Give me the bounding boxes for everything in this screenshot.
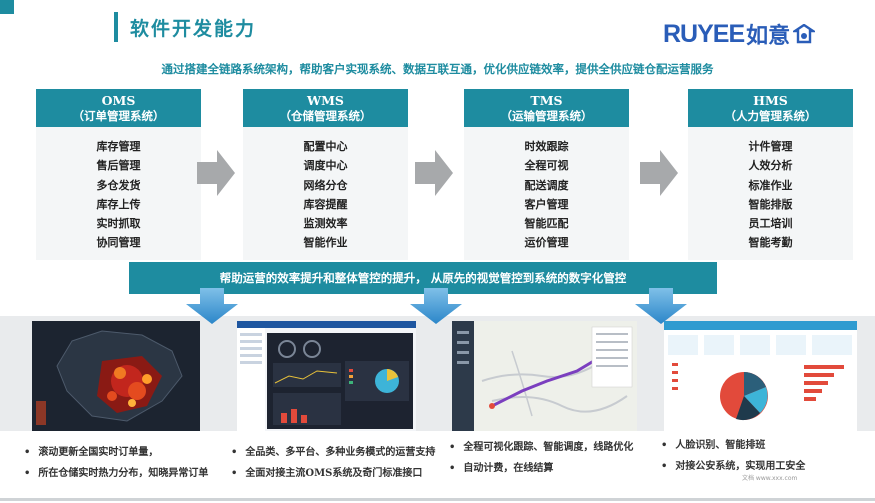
system-card-wms: WMS （仓储管理系统） 配置中心 调度中心 网络分仓 库容提醒 监测效率 智能… — [243, 89, 408, 260]
feature-item: 配置中心 — [303, 140, 348, 153]
feature-bullets: 人脸识别、智能排班 对接公安系统，实现用工安全 — [661, 435, 805, 477]
system-header: WMS （仓储管理系统） — [243, 89, 408, 127]
title-accent-bar — [114, 12, 118, 42]
down-arrow-icon — [635, 288, 687, 324]
system-header: TMS （运输管理系统） — [464, 89, 629, 127]
wms-dashboard-screenshot — [237, 321, 416, 431]
system-subtitle: （订单管理系统） — [72, 109, 165, 123]
system-header: OMS （订单管理系统） — [36, 89, 201, 127]
feature-item: 网络分仓 — [303, 178, 348, 192]
down-arrow-icon — [410, 288, 462, 324]
feature-item: 标准作业 — [748, 178, 793, 192]
top-bar — [0, 0, 875, 3]
feature-list: 计件管理 人效分析 标准作业 智能排版 员工培训 智能考勤 — [688, 127, 853, 253]
bullet-item: 所在仓储实时热力分布，知晓异常订单 — [24, 463, 208, 484]
system-name: WMS — [307, 93, 344, 108]
system-subtitle: （仓储管理系统） — [279, 109, 372, 123]
feature-item: 库存上传 — [96, 197, 141, 211]
right-arrow-icon — [640, 150, 678, 196]
bullet-item: 全面对接主流OMS系统及奇门标准接口 — [231, 463, 435, 484]
feature-item: 调度中心 — [303, 159, 348, 173]
down-arrow-icon — [186, 288, 238, 324]
system-card-oms: OMS （订单管理系统） 库存管理 售后管理 多仓发货 库存上传 实时抓取 协同… — [36, 89, 201, 260]
feature-item: 员工培训 — [748, 217, 793, 231]
feature-bullets: 全品类、多平台、多种业务模式的运营支持 全面对接主流OMS系统及奇门标准接口 — [231, 442, 435, 484]
system-header: HMS （人力管理系统） — [688, 89, 853, 127]
feature-item: 售后管理 — [96, 159, 141, 173]
feature-item: 配送调度 — [524, 178, 569, 192]
bullet-item: 自动计费，在线结算 — [449, 458, 633, 479]
feature-item: 人效分析 — [748, 159, 793, 173]
bullet-item: 对接公安系统，实现用工安全 — [661, 456, 805, 477]
tms-map-screenshot — [452, 321, 637, 431]
feature-item: 智能考勤 — [748, 236, 793, 250]
feature-item: 智能匹配 — [524, 217, 569, 231]
right-arrow-icon — [197, 150, 235, 196]
watermark: 文档 www.xxx.com — [742, 475, 798, 482]
bottom-rule — [0, 498, 875, 501]
feature-bullets: 全程可视化跟踪、智能调度，线路优化 自动计费，在线结算 — [449, 437, 633, 479]
system-subtitle: （运输管理系统） — [500, 109, 593, 123]
feature-item: 智能作业 — [303, 236, 348, 250]
feature-item: 多仓发货 — [96, 178, 141, 192]
feature-item: 库存管理 — [96, 140, 141, 153]
system-card-hms: HMS （人力管理系统） 计件管理 人效分析 标准作业 智能排版 员工培训 智能… — [688, 89, 853, 260]
feature-item: 协同管理 — [96, 236, 141, 250]
bullet-item: 全程可视化跟踪、智能调度，线路优化 — [449, 437, 633, 458]
bullet-item: 全品类、多平台、多种业务模式的运营支持 — [231, 442, 435, 463]
feature-item: 库容提醒 — [303, 197, 348, 211]
tagline: 通过搭建全链路系统架构，帮助客户实现系统、数据互联互通，优化供应链效率，提供全供… — [161, 62, 714, 76]
feature-item: 全程可视 — [524, 159, 569, 173]
feature-item: 实时抓取 — [96, 217, 141, 231]
logo-text-en: RUYEE — [663, 19, 745, 48]
feature-list: 库存管理 售后管理 多仓发货 库存上传 实时抓取 协同管理 — [36, 127, 201, 253]
feature-item: 运价管理 — [524, 236, 569, 250]
bullet-item: 人脸识别、智能排班 — [661, 435, 805, 456]
system-subtitle: （人力管理系统） — [724, 109, 817, 123]
hms-dashboard-screenshot — [664, 321, 857, 431]
feature-item: 时效跟踪 — [524, 140, 569, 153]
summary-banner: 帮助运营的效率提升和整体管控的提升， 从原先的视觉管控到系统的数字化管控 — [129, 262, 717, 294]
corner-accent — [0, 0, 14, 14]
system-name: OMS — [101, 93, 136, 108]
feature-list: 配置中心 调度中心 网络分仓 库容提醒 监测效率 智能作业 — [243, 127, 408, 253]
feature-item: 客户管理 — [524, 197, 569, 211]
logo-mark-icon — [793, 24, 816, 44]
system-name: TMS — [530, 93, 563, 108]
page-title: 软件开发能力 — [130, 18, 257, 40]
system-name: HMS — [753, 93, 788, 108]
bullet-item: 滚动更新全国实时订单量， — [24, 442, 208, 463]
feature-list: 时效跟踪 全程可视 配送调度 客户管理 智能匹配 运价管理 — [464, 127, 629, 253]
feature-bullets: 滚动更新全国实时订单量， 所在仓储实时热力分布，知晓异常订单 — [24, 442, 208, 484]
ruyee-logo: RUYEE 如意 — [663, 19, 816, 49]
right-arrow-icon — [415, 150, 453, 196]
feature-item: 监测效率 — [303, 217, 348, 231]
feature-item: 智能排版 — [748, 197, 793, 211]
system-card-tms: TMS （运输管理系统） 时效跟踪 全程可视 配送调度 客户管理 智能匹配 运价… — [464, 89, 629, 260]
heatmap-screenshot — [32, 321, 200, 431]
feature-item: 计件管理 — [748, 140, 793, 153]
logo-text-cn: 如意 — [746, 24, 791, 49]
